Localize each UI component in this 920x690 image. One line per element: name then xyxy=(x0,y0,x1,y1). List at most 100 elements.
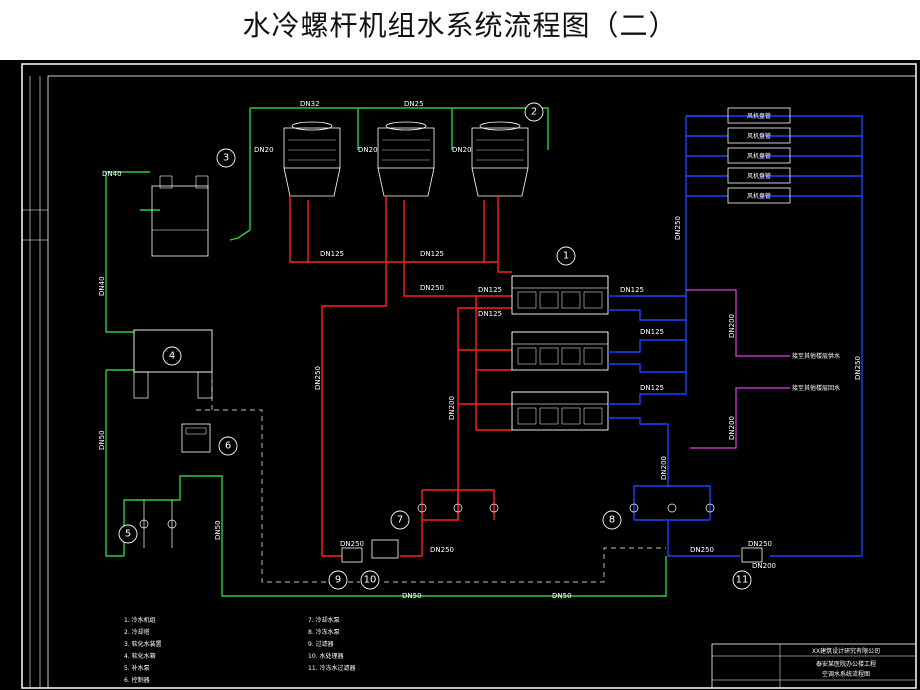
label-dn250-d: DN250 xyxy=(690,546,714,554)
callout-circle-1 xyxy=(556,246,576,266)
chiller-3 xyxy=(511,391,609,431)
label-dn50-v2: DN50 xyxy=(214,520,222,540)
fan-coil-4 xyxy=(727,167,791,184)
branch-note-supply: 接至其他楼层供水 xyxy=(792,352,840,360)
fan-coil-label-3: 风机盘管 xyxy=(747,152,771,160)
callout-circle-5 xyxy=(118,524,138,544)
label-dn250-e: DN250 xyxy=(748,540,772,548)
legend-item-9: 9. 过滤器 xyxy=(308,640,334,648)
label-dn200-a: DN200 xyxy=(752,562,776,570)
label-dn125-b: DN125 xyxy=(420,250,444,258)
label-dn40-v: DN40 xyxy=(98,276,106,296)
title-block-project: 泰安某医院办公楼工程 xyxy=(816,660,876,668)
callout-circle-11 xyxy=(732,570,752,590)
callout-11: 11 xyxy=(736,575,749,586)
chilled-water-pipes xyxy=(608,115,863,557)
label-dn50-b: DN50 xyxy=(552,592,572,600)
label-dn50-a: DN50 xyxy=(402,592,422,600)
callout-circle-8 xyxy=(602,510,622,530)
callouts xyxy=(118,102,752,590)
legend-item-4: 4. 软化水箱 xyxy=(124,652,156,660)
legend-item-11: 11. 冷冻水过滤器 xyxy=(308,664,355,672)
filter-9 xyxy=(341,547,363,563)
callout-circle-4 xyxy=(162,346,182,366)
fan-coil-label-5: 风机盘管 xyxy=(747,192,771,200)
branch-note-return: 接至其他楼层回水 xyxy=(792,384,840,392)
callout-circle-6 xyxy=(218,436,238,456)
label-dn20-c: DN20 xyxy=(452,146,472,154)
label-dn32: DN32 xyxy=(300,100,320,108)
fan-coil-1 xyxy=(727,107,791,124)
label-dn20-a: DN20 xyxy=(254,146,274,154)
callout-6: 6 xyxy=(225,441,231,452)
label-dn20-b: DN20 xyxy=(358,146,378,154)
chiller-2 xyxy=(511,331,609,371)
legend-item-6: 6. 控制器 xyxy=(124,676,150,684)
callout-7: 7 xyxy=(397,515,403,526)
callout-1: 1 xyxy=(563,251,569,262)
label-dn125-g: DN125 xyxy=(640,384,664,392)
callout-9: 9 xyxy=(335,575,341,586)
label-dn50-v: DN50 xyxy=(98,430,106,450)
callout-circle-10 xyxy=(360,570,380,590)
title-block: XX建筑设计研究有限公司 泰安某医院办公楼工程 空调水系统流程图 xyxy=(711,643,917,689)
chilled-pumps xyxy=(629,503,715,513)
drawing-canvas: 风机盘管 风机盘管 风机盘管 风机盘管 风机盘管 接至其他楼层供水 接至其他楼层… xyxy=(0,60,920,690)
callout-circle-2 xyxy=(524,102,544,122)
callout-circle-7 xyxy=(390,510,410,530)
label-dn250-b: DN250 xyxy=(340,540,364,548)
callout-10: 10 xyxy=(364,575,377,586)
label-dn125-a: DN125 xyxy=(320,250,344,258)
tower-makeup-pipe xyxy=(229,107,549,241)
legend-item-3: 3. 软化水装置 xyxy=(124,640,162,648)
label-dn250-v3: DN250 xyxy=(674,216,682,240)
callout-4: 4 xyxy=(169,351,175,362)
label-dn25: DN25 xyxy=(404,100,424,108)
fan-coil-units: 风机盘管 风机盘管 风机盘管 风机盘管 风机盘管 xyxy=(727,107,791,204)
legend-item-1: 1. 冷水机组 xyxy=(124,616,156,624)
label-dn250-v2: DN250 xyxy=(854,356,862,380)
label-dn200-v: DN200 xyxy=(448,396,456,420)
control-dashed-lines xyxy=(196,380,666,583)
fan-coil-5 xyxy=(727,187,791,204)
label-dn40-a: DN40 xyxy=(102,170,122,178)
callout-5: 5 xyxy=(125,529,131,540)
fan-coil-2 xyxy=(727,127,791,144)
label-dn250-a: DN250 xyxy=(420,284,444,292)
water-softener xyxy=(151,175,209,257)
cooling-pumps xyxy=(417,503,499,513)
legend-item-5: 5. 补水泵 xyxy=(124,664,150,672)
callout-circle-9 xyxy=(328,570,348,590)
legend-item-2: 2. 冷却塔 xyxy=(124,628,150,636)
label-dn200-v2: DN200 xyxy=(660,456,668,480)
legend: 1. 冷水机组 2. 冷却塔 3. 软化水装置 4. 软化水箱 5. 补水泵 6… xyxy=(124,616,355,684)
fan-coil-label-1: 风机盘管 xyxy=(747,112,771,120)
outer-frame xyxy=(21,63,917,689)
filter-11 xyxy=(741,547,763,563)
callout-circle-3 xyxy=(216,148,236,168)
callout-8: 8 xyxy=(609,515,615,526)
cooling-tower-2 xyxy=(377,121,435,197)
inner-frame xyxy=(47,75,917,689)
title-block-company: XX建筑设计研究有限公司 xyxy=(812,647,880,655)
label-dn125-f: DN125 xyxy=(640,328,664,336)
softened-water-tank xyxy=(133,329,213,399)
chiller-1 xyxy=(511,275,609,315)
fan-coil-label-2: 风机盘管 xyxy=(747,132,771,140)
label-dn200-v4: DN200 xyxy=(728,314,736,338)
label-dn200-v3: DN200 xyxy=(728,416,736,440)
legend-item-7: 7. 冷却水泵 xyxy=(308,616,340,624)
label-dn125-d: DN125 xyxy=(478,310,502,318)
label-dn125-c: DN125 xyxy=(478,286,502,294)
cooling-water-pipes xyxy=(289,196,512,557)
legend-item-8: 8. 冷冻水泵 xyxy=(308,628,340,636)
controller xyxy=(181,423,211,453)
legend-item-10: 10. 水处理器 xyxy=(308,652,343,660)
fan-coil-3 xyxy=(727,147,791,164)
branch-pipes xyxy=(686,289,790,449)
water-treater-10 xyxy=(371,539,399,559)
cooling-tower-3 xyxy=(471,121,529,197)
callout-3: 3 xyxy=(223,153,229,164)
callout-2: 2 xyxy=(531,107,537,118)
makeup-pumps xyxy=(139,500,177,548)
